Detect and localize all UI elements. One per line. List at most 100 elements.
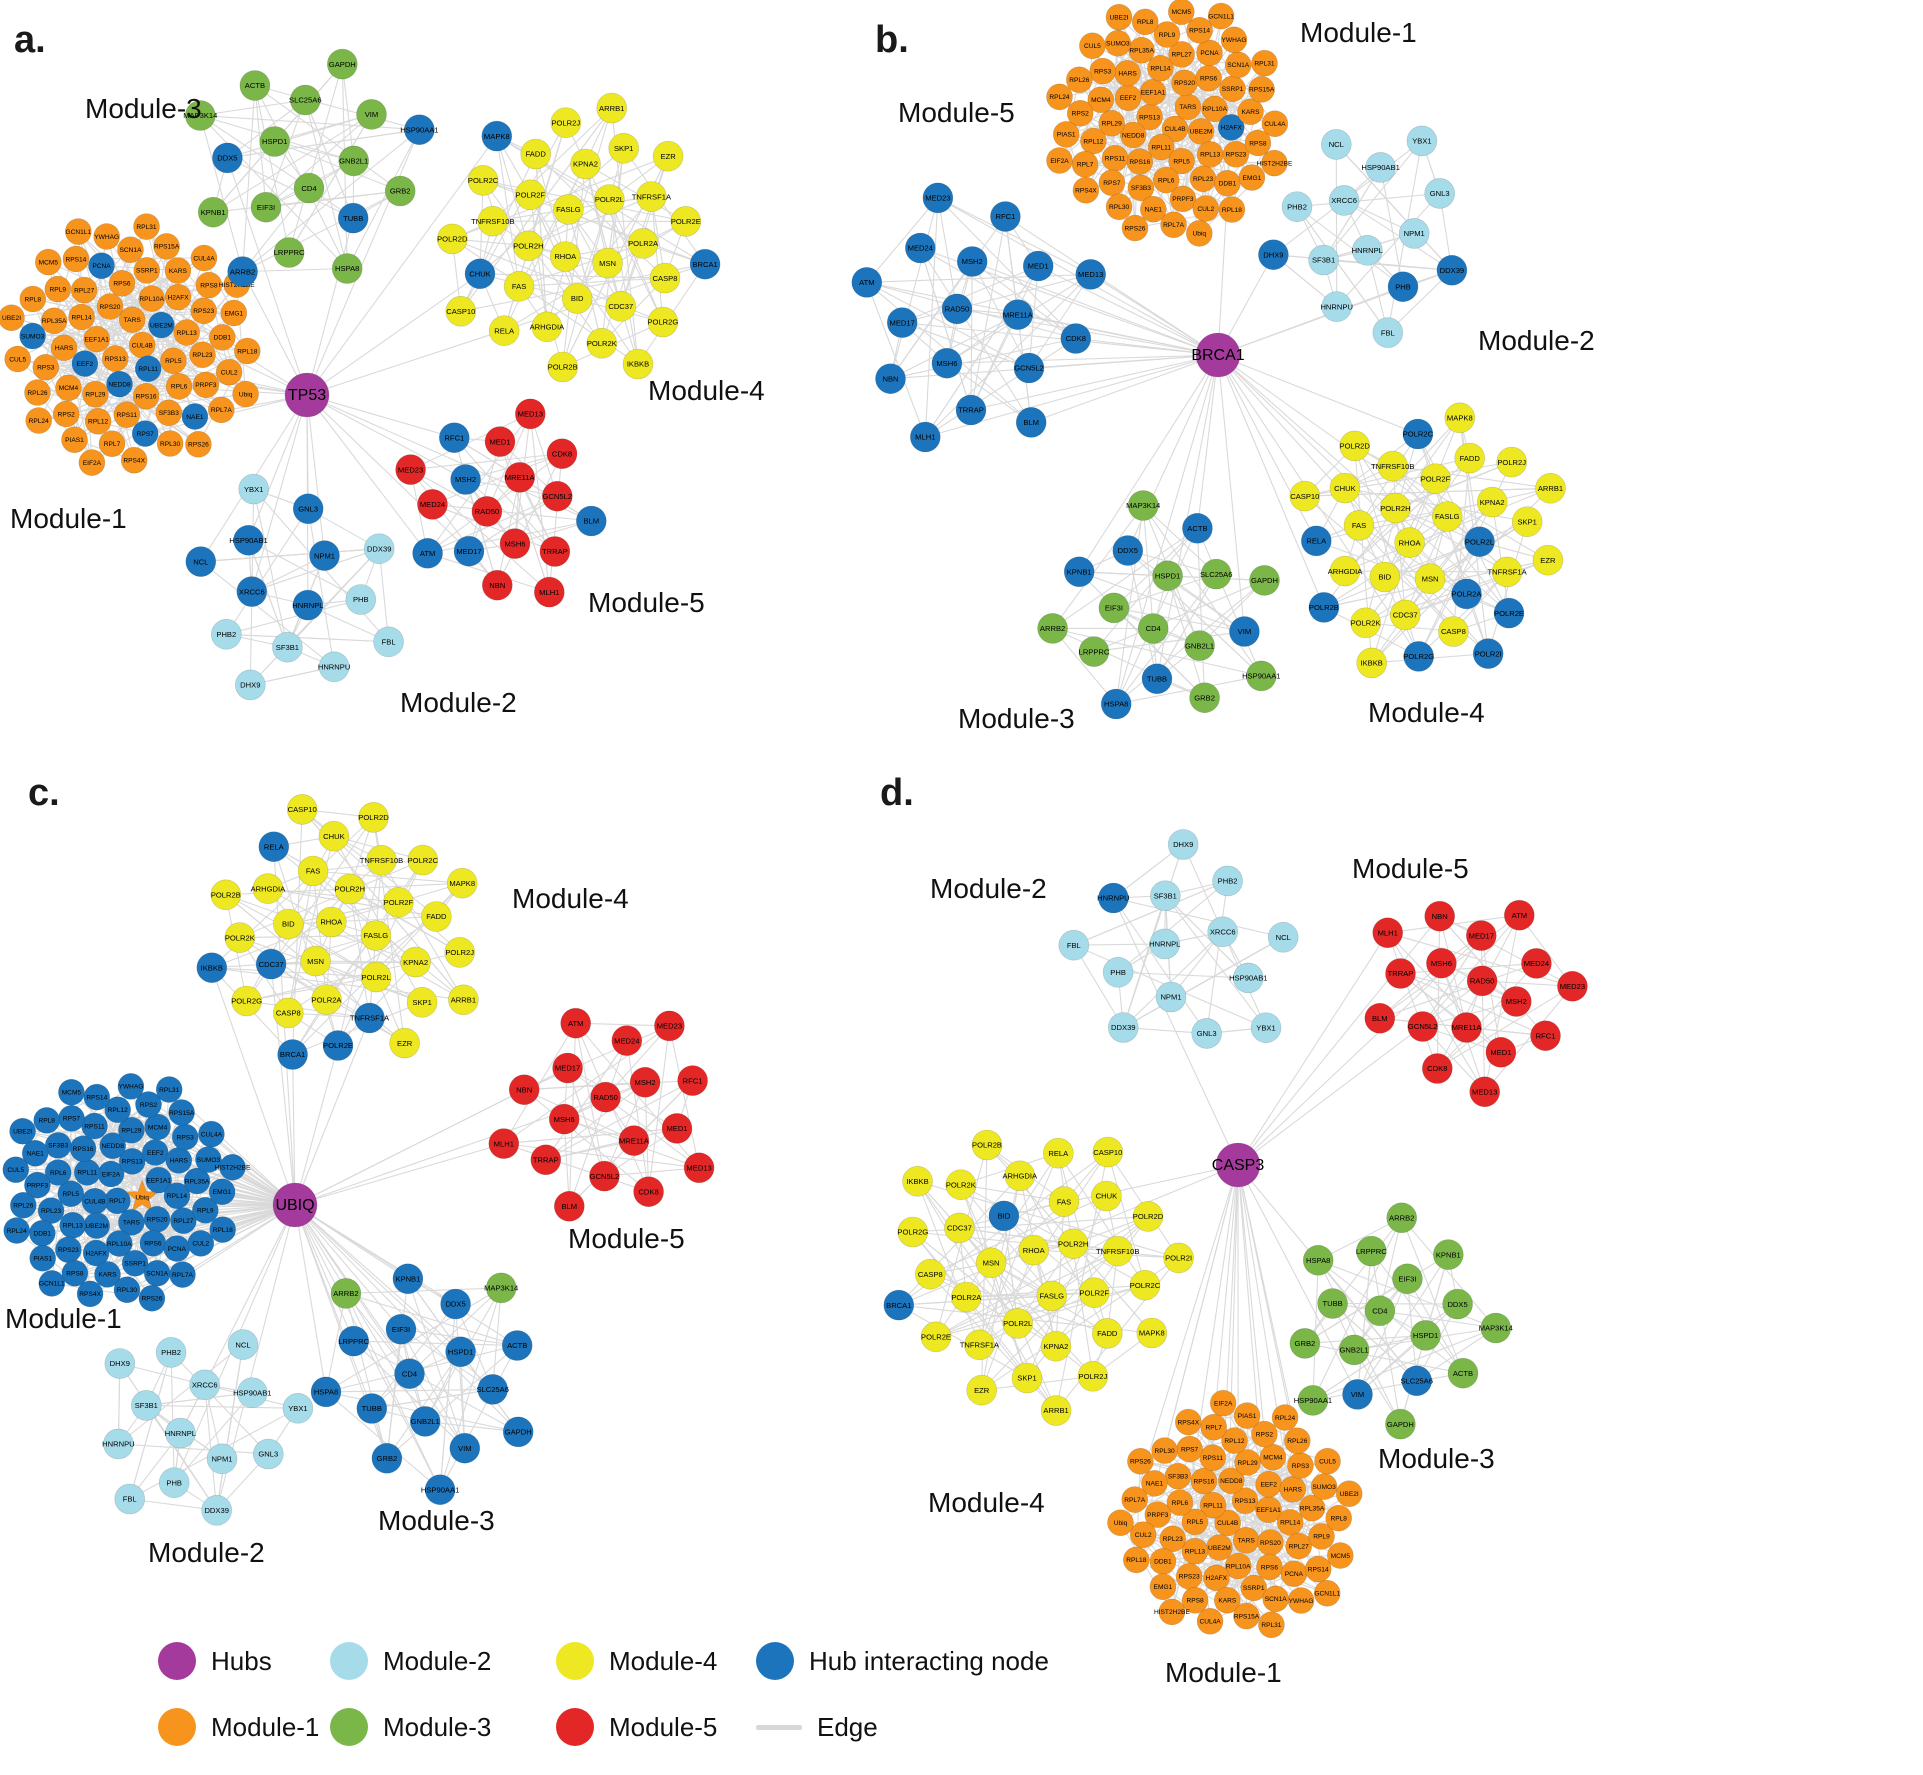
node-label-POLR2L: POLR2L [595, 195, 624, 204]
edge [535, 153, 578, 300]
node-KPNB1 [197, 196, 229, 228]
node-label-RPL12: RPL12 [88, 419, 108, 426]
node-POLR2H [1380, 492, 1411, 524]
edge [239, 934, 377, 939]
node-label-POLR2K: POLR2K [225, 933, 255, 942]
node-label-CHUK: CHUK [1096, 1192, 1118, 1201]
edge [226, 129, 420, 159]
node-label-POLR2J: POLR2J [551, 118, 580, 127]
node-label-PRPF3: PRPF3 [195, 382, 217, 389]
node-label-HSP90AB1: HSP90AB1 [229, 536, 267, 545]
edge [564, 255, 639, 365]
node-label-RPL27: RPL27 [173, 1218, 193, 1225]
edge [349, 888, 461, 953]
node-FASLG [1432, 501, 1463, 532]
node-label-BLM: BLM [561, 1202, 577, 1211]
node-label-SF3B1: SF3B1 [135, 1401, 158, 1410]
node-label-UBE2M: UBE2M [1190, 129, 1213, 136]
node-HNRNPL [165, 1417, 196, 1449]
node-RFC1 [990, 201, 1021, 232]
node-label-ARHGDIA: ARHGDIA [1002, 1172, 1038, 1181]
node-HSPA8 [310, 1376, 342, 1408]
edge [568, 1040, 628, 1207]
node-label-MLH1: MLH1 [915, 433, 935, 442]
node-XRCC6 [1328, 185, 1360, 216]
node-label-Ubiq: Ubiq [1193, 231, 1207, 238]
hub-edge [100, 265, 308, 396]
node-RPL7A [1160, 211, 1187, 239]
node-label-NEDD8: NEDD8 [102, 1143, 125, 1150]
node-ARRB1 [448, 984, 479, 1016]
node-label-ACTB: ACTB [507, 1341, 527, 1350]
node-RPL13 [1181, 1538, 1209, 1565]
node-RELA [1301, 525, 1332, 557]
module-label-b-module-3: Module-3 [958, 703, 1075, 734]
node-CHUK [464, 258, 496, 290]
hub-edge [1217, 354, 1420, 657]
edge [866, 281, 1030, 369]
node-CUL2 [1192, 195, 1220, 222]
node-label-MED13: MED13 [1078, 270, 1103, 279]
edge [274, 113, 373, 143]
node-SF3B1 [1150, 880, 1181, 912]
node-RPL6 [165, 373, 193, 400]
node-label-MSH6: MSH6 [554, 1115, 575, 1124]
node-POLR2G [897, 1216, 929, 1248]
edge [518, 277, 666, 287]
node-ARRB1 [596, 92, 628, 124]
node-PHB [1102, 956, 1134, 988]
node-CUL5 [2, 1156, 30, 1183]
node-RPL27 [170, 1207, 197, 1234]
node-label-RPS2: RPS2 [140, 1102, 158, 1109]
node-EMG1 [220, 299, 248, 327]
hub-edge [1227, 1164, 1239, 1524]
node-CHUK [318, 820, 350, 852]
node-MSH6 [548, 1103, 580, 1135]
module-label-c-module-3: Module-3 [378, 1505, 495, 1536]
edge [1167, 575, 1245, 633]
module-label-d-module-1: Module-1 [1165, 1657, 1282, 1688]
edge [1093, 630, 1245, 653]
edge [460, 1351, 466, 1449]
node-POLR2G [231, 985, 262, 1017]
node-RAD50 [1466, 965, 1498, 997]
node-label-CDK8: CDK8 [638, 1187, 658, 1196]
node-label-DHX9: DHX9 [110, 1359, 130, 1368]
node-POLR2E [920, 1321, 952, 1353]
edge [1304, 1342, 1464, 1374]
edge [1356, 1254, 1449, 1395]
edge [1115, 573, 1217, 705]
node-label-ARRB1: ARRB1 [599, 104, 624, 113]
hub-edge [1217, 354, 1325, 608]
node-label-POLR2A: POLR2A [951, 1293, 982, 1302]
node-label-RPS4X: RPS4X [1075, 188, 1097, 195]
node-NEDD8 [99, 1132, 126, 1159]
node-label-MED13: MED13 [686, 1164, 711, 1173]
module-label-c-module-1: Module-1 [5, 1303, 122, 1334]
node-PRPF3 [192, 371, 220, 399]
node-RPS8 [1181, 1587, 1209, 1614]
node-label-MSN: MSN [983, 1259, 1000, 1268]
edge [1336, 192, 1441, 308]
edge [427, 552, 550, 593]
node-label-YWHAG: YWHAG [1222, 37, 1247, 44]
node-EIF3I [1098, 592, 1130, 624]
node-label-RPL14: RPL14 [167, 1193, 187, 1200]
node-label-HSP90AB1: HSP90AB1 [1361, 163, 1399, 172]
edge [608, 198, 664, 323]
node-SKP1 [1511, 506, 1543, 538]
node-FAS [1048, 1186, 1080, 1217]
edge [919, 247, 972, 411]
node-POLR2A [311, 984, 342, 1015]
node-label-MRE11A: MRE11A [1452, 1023, 1483, 1032]
node-label-NBN: NBN [1432, 912, 1448, 921]
node-RPL7A [169, 1261, 196, 1288]
edge [584, 163, 687, 222]
hub-edge [226, 157, 308, 396]
edge [400, 1328, 466, 1449]
node-RAD50 [471, 496, 503, 527]
node-MAP3K14 [1127, 490, 1159, 521]
edge [523, 1089, 635, 1142]
edge [325, 1391, 441, 1491]
node-Ubiq [1186, 220, 1213, 247]
